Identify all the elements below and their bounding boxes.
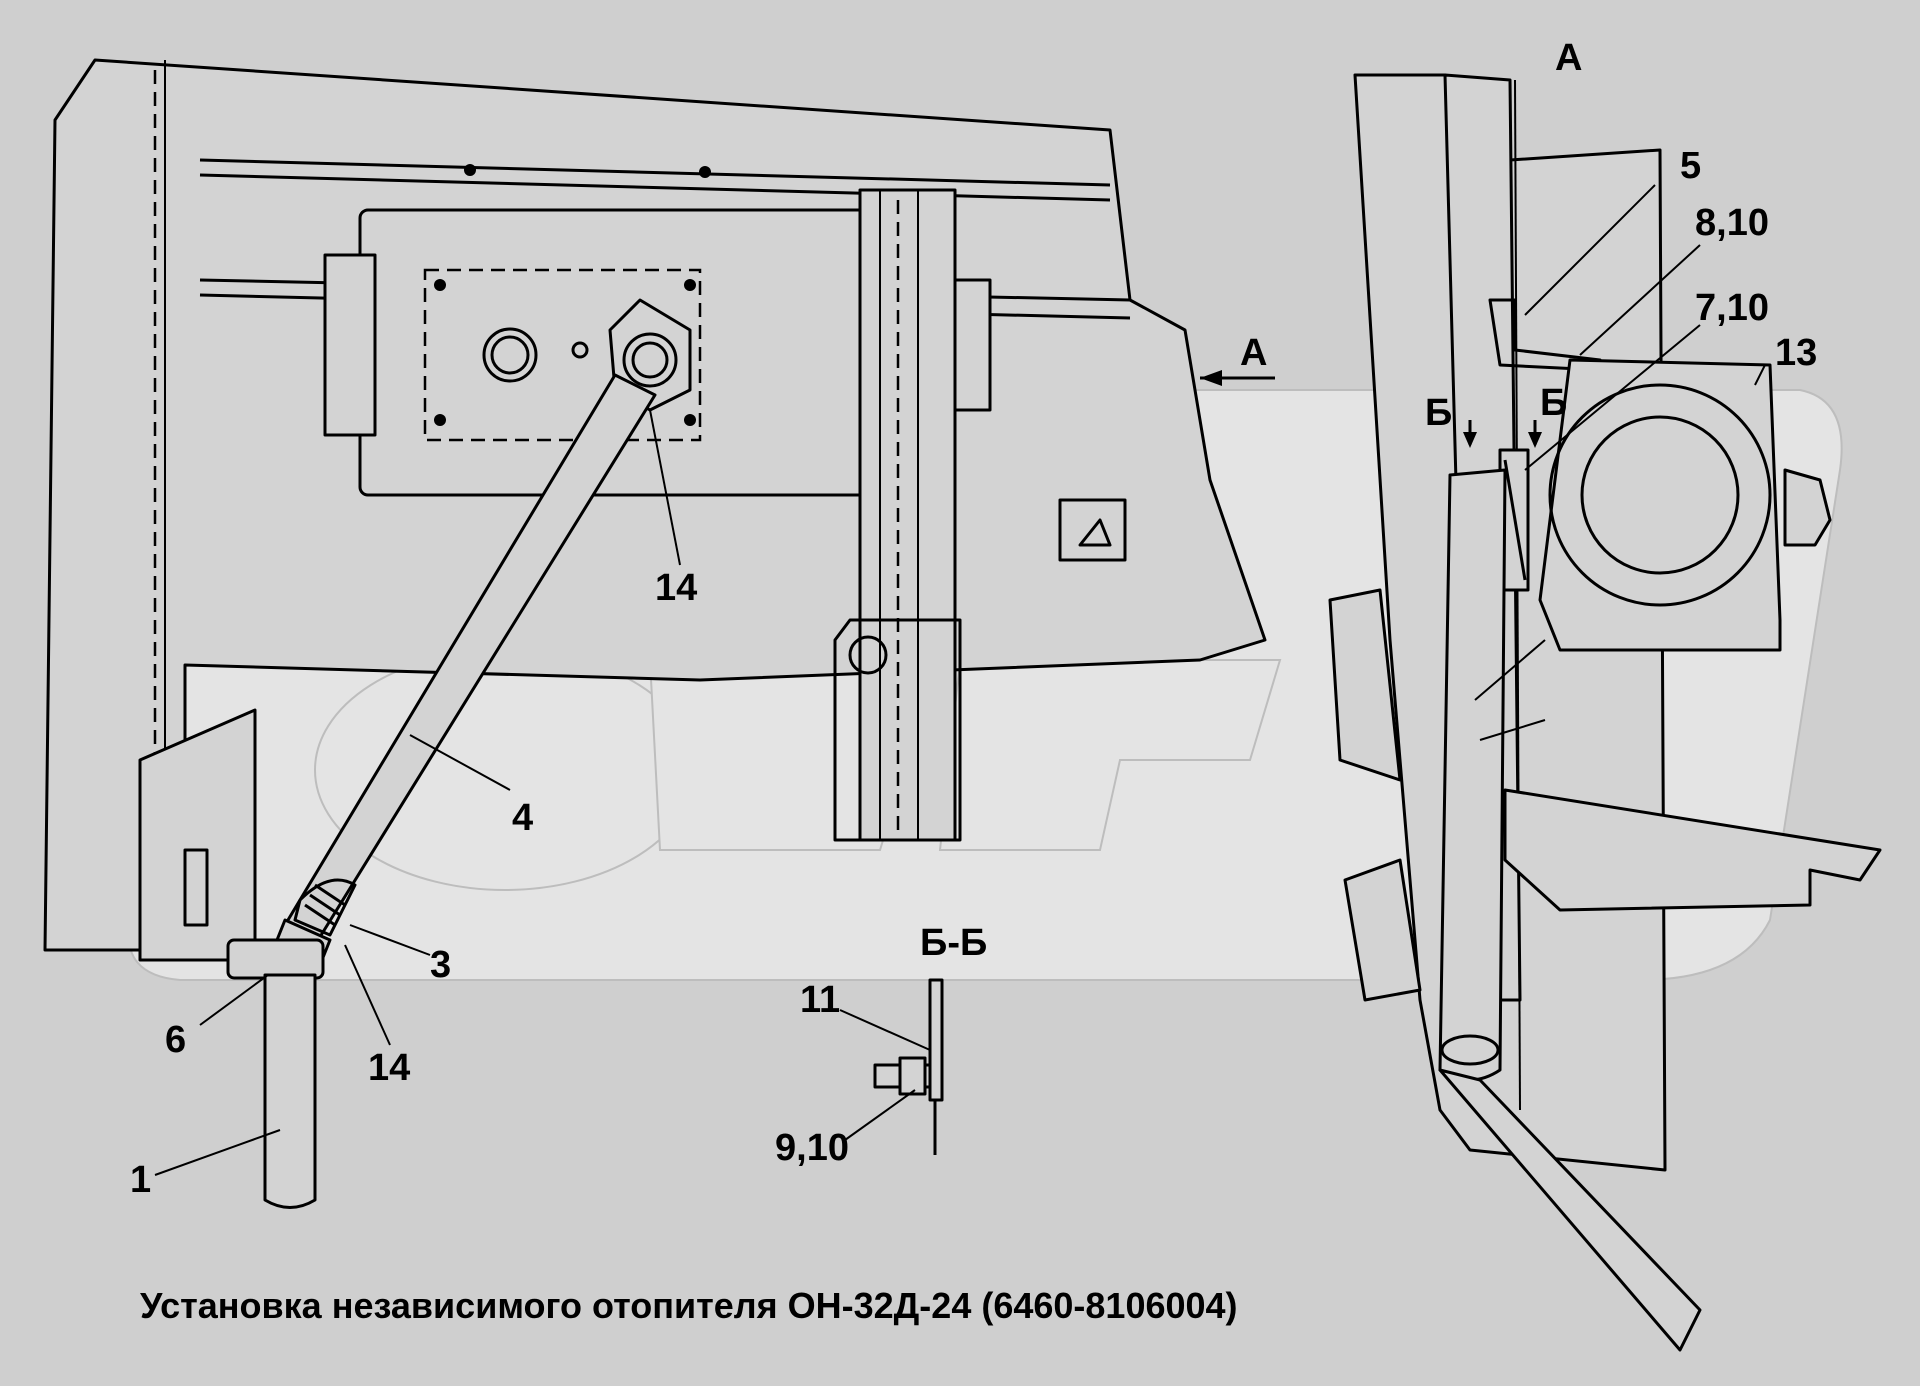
frame-member bbox=[833, 188, 962, 842]
view-a bbox=[1328, 73, 1882, 1352]
section-title: Б-Б bbox=[920, 922, 987, 964]
callout-13: 13 bbox=[1775, 332, 1817, 374]
leader-lines bbox=[154, 184, 1766, 1176]
callout-14-bottom: 14 bbox=[368, 1047, 410, 1089]
callout-8-10: 8,10 bbox=[1695, 202, 1769, 244]
section-b-b bbox=[873, 420, 1542, 1155]
callout-9-10: 9,10 bbox=[775, 1127, 849, 1169]
heater-housing bbox=[1538, 358, 1782, 652]
drawing-caption: Установка независимого отопителя ОН-32Д-… bbox=[140, 1285, 1238, 1326]
callout-5: 5 bbox=[1680, 145, 1701, 187]
section-mark-right: Б bbox=[1540, 382, 1567, 424]
callout-7-10: 7,10 bbox=[1695, 287, 1769, 329]
view-a-arrow-label: А bbox=[1240, 332, 1267, 374]
main-view bbox=[43, 58, 1275, 1209]
exhaust-pipe bbox=[226, 373, 657, 1209]
labels: А А Б Б Б-Б 1 3 4 5 6 8,10 7,10 9,10 11 … bbox=[130, 37, 1817, 1326]
callout-6: 6 bbox=[165, 1019, 186, 1061]
callout-1: 1 bbox=[130, 1159, 151, 1201]
callout-3: 3 bbox=[430, 944, 451, 986]
callout-4: 4 bbox=[512, 797, 533, 839]
callout-11: 11 bbox=[800, 979, 840, 1021]
view-a-title: А bbox=[1555, 37, 1582, 79]
section-mark-left: Б bbox=[1425, 392, 1452, 434]
callout-14-top: 14 bbox=[655, 567, 697, 609]
